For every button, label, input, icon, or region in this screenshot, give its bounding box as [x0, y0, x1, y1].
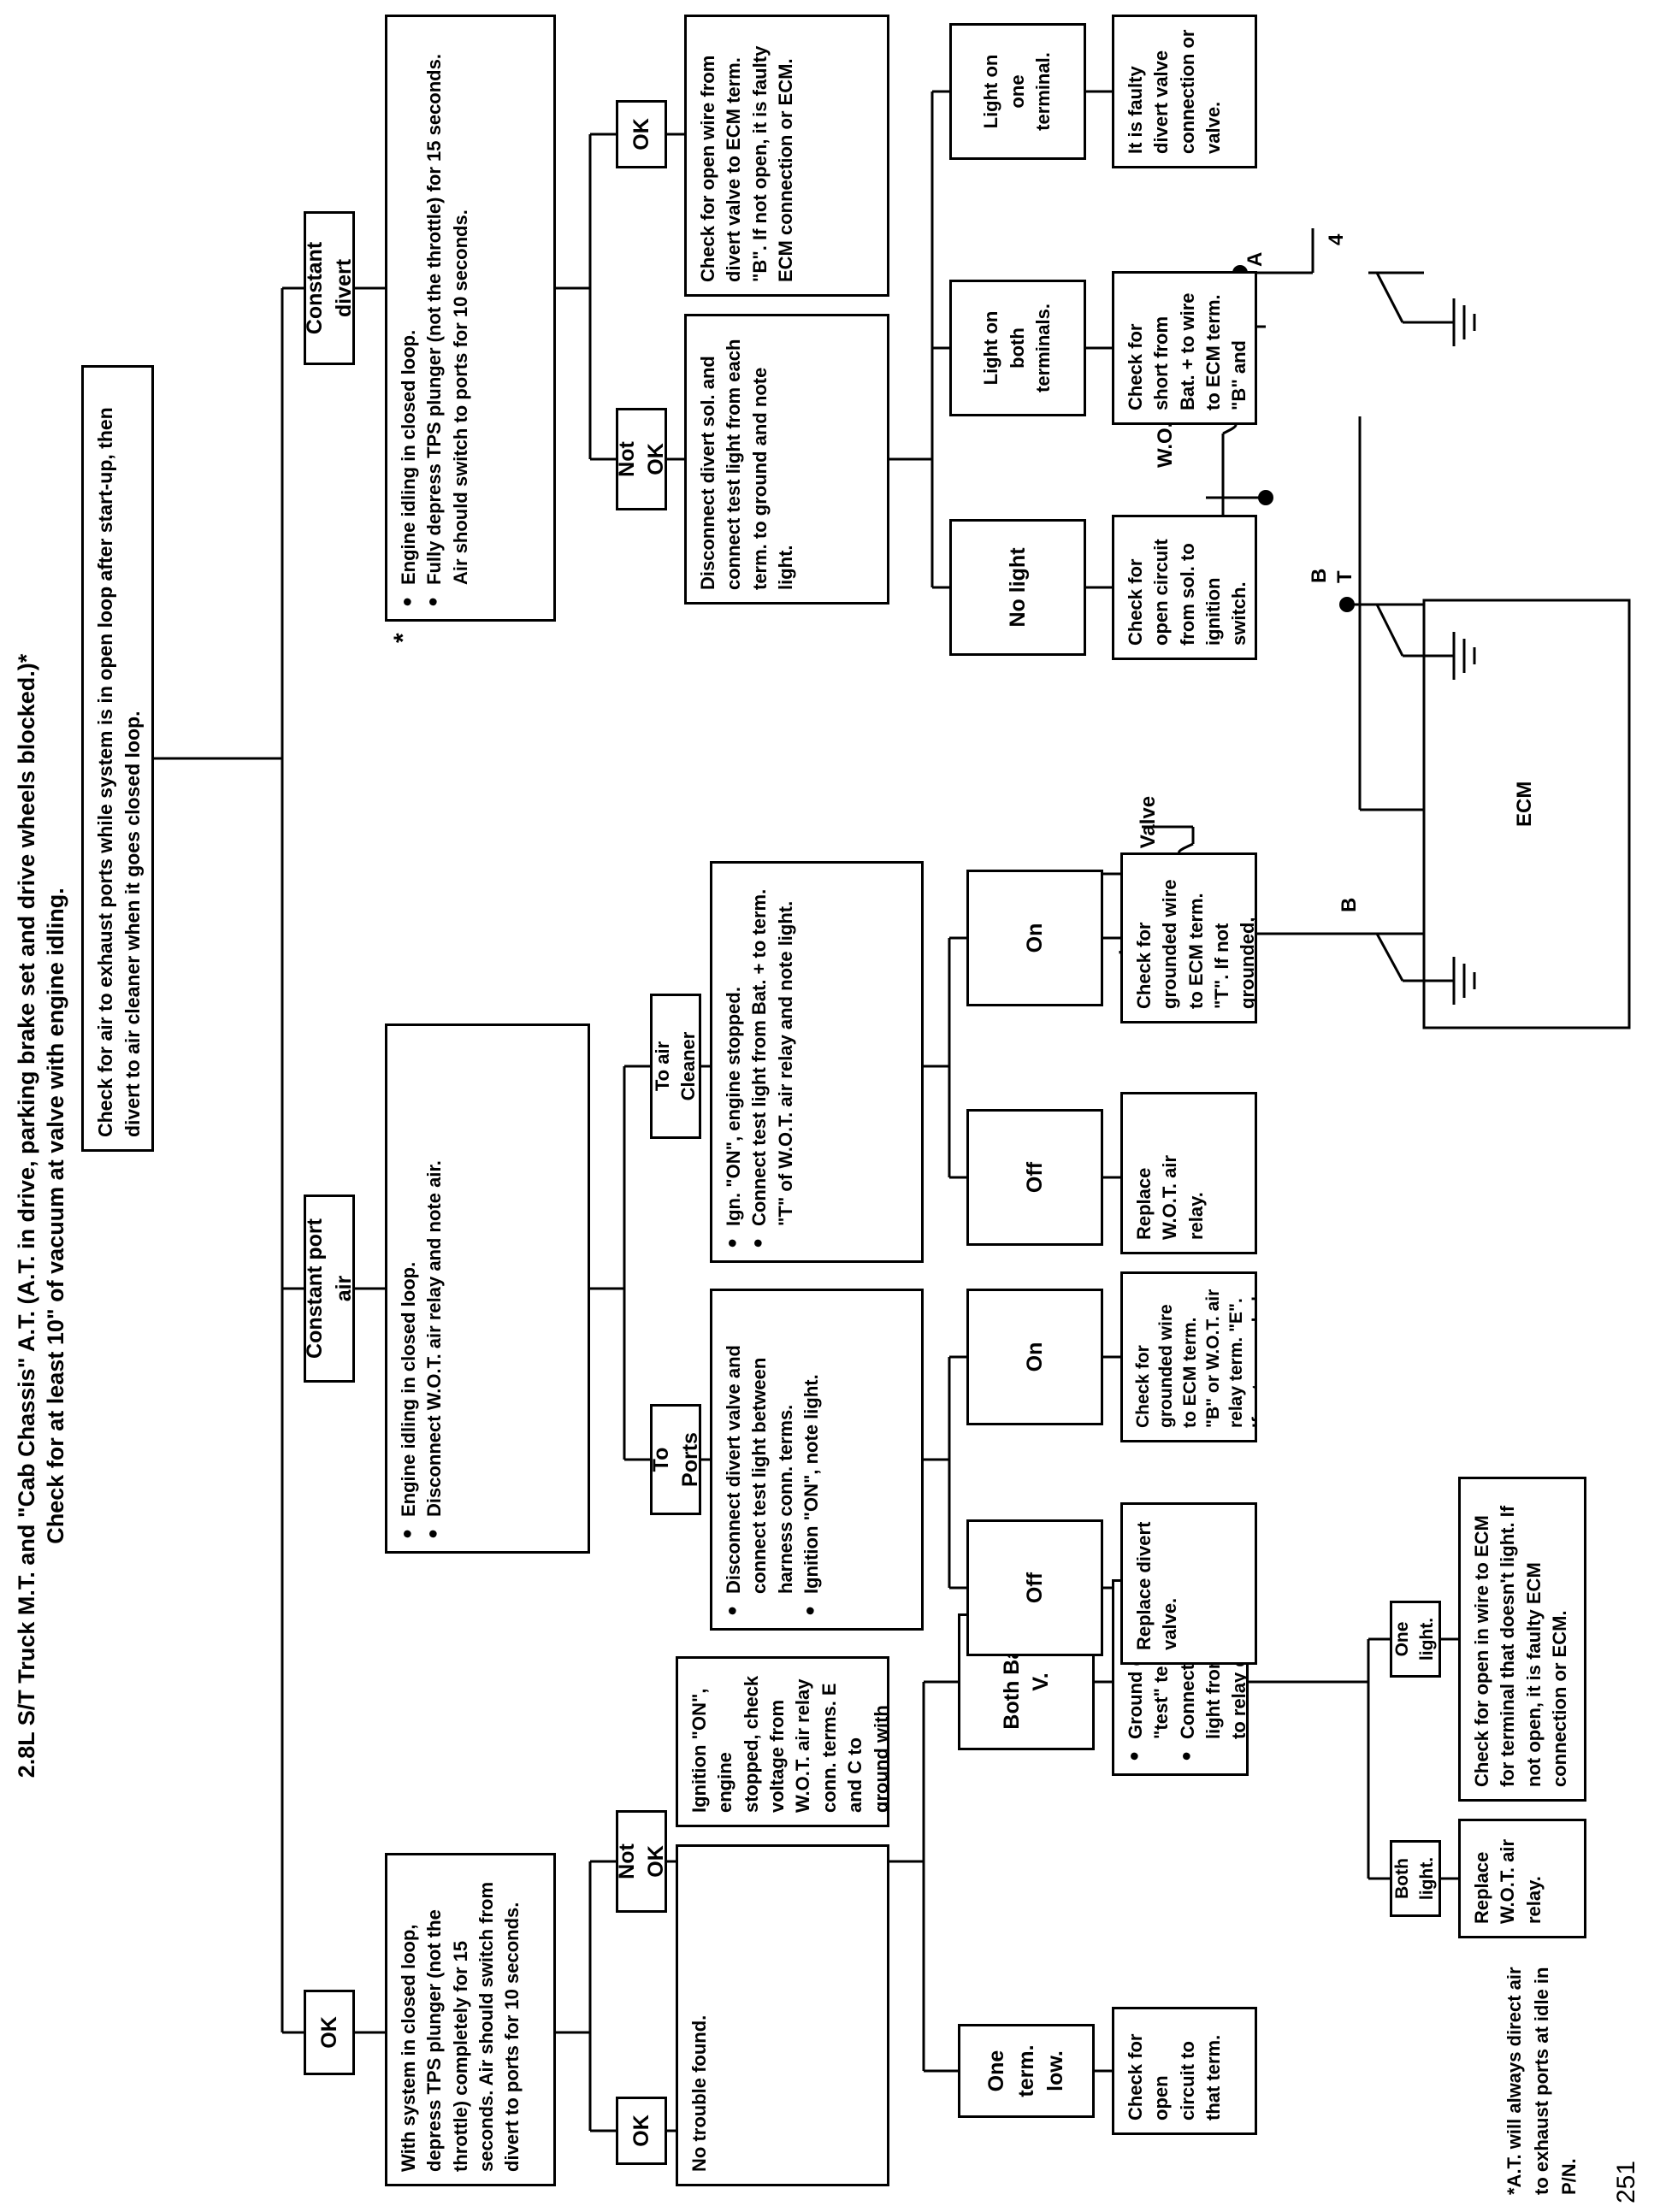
footnote: *A.T. will always direct air to exhaust …	[1503, 1967, 1580, 2195]
term-a-label: A	[1244, 252, 1267, 267]
no-light-result-box: Check for open circuit from sol. to igni…	[1112, 515, 1257, 660]
port-air-step: Disconnect W.O.T. air relay and note air…	[422, 1038, 447, 1517]
port-air-step: Engine idling in closed loop.	[396, 1038, 422, 1517]
to-cleaner-step: Ign. "ON", engine stopped.	[721, 876, 747, 1226]
to-cleaner-label: To air Cleaner	[650, 994, 701, 1139]
to-ports-check-box: Disconnect divert valve and connect test…	[710, 1289, 924, 1631]
to-ports-step: Disconnect divert valve and connect test…	[721, 1303, 799, 1594]
cleaner-off-result-box: Replace W.O.T. air relay.	[1120, 1092, 1257, 1254]
ok-notok-label: Not OK	[616, 1810, 667, 1913]
light-one-label: Light on one terminal.	[949, 23, 1086, 160]
one-light-label: One light.	[1390, 1601, 1441, 1678]
cleaner-off-label: Off	[966, 1109, 1103, 1246]
cleaner-on-result-box: Check for grounded wire to ECM term. "T"…	[1120, 852, 1257, 1023]
page-number: 251	[1612, 2160, 1640, 2203]
ports-on-label: On	[966, 1289, 1103, 1425]
term-t-label: T	[1333, 570, 1356, 583]
to-ports-label: To Ports	[650, 1404, 701, 1515]
divert-check-box: Engine idling in closed loop. Fully depr…	[385, 15, 556, 622]
divert-ok-label: OK	[616, 100, 667, 168]
to-cleaner-step: Connect test light from Bat. + to term. …	[747, 876, 799, 1226]
one-light-result-box: Check for open in wire to ECM for termin…	[1458, 1477, 1586, 1802]
replace-wot-relay-box: Replace W.O.T. air relay.	[1458, 1819, 1586, 1938]
divert-branch-label: Constant divert	[304, 211, 355, 365]
light-one-result-box: It is faulty divert valve connection or …	[1112, 15, 1257, 168]
no-trouble-box: No trouble found.	[676, 1844, 889, 2186]
term-b1-label: B	[1338, 898, 1361, 912]
divert-sol-check-box: Disconnect divert sol. and connect test …	[684, 314, 889, 605]
ok-check-box: With system in closed loop, depress TPS …	[385, 1853, 556, 2186]
term-b2-label: B	[1308, 569, 1331, 583]
term-4-label: 4	[1325, 233, 1348, 245]
page-subtitle: Check for at least 10" of vacuum at valv…	[43, 888, 68, 1544]
light-both-result-box: Check for short from Bat. + to wire to E…	[1112, 271, 1257, 425]
voltage-check-box: Ignition "ON", engine stopped, check vol…	[676, 1656, 889, 1827]
ecm-label: ECM	[1513, 782, 1536, 827]
one-term-result-box: Check for open circuit to that term.	[1112, 2007, 1257, 2135]
divert-step: Fully depress TPS plunger (not the throt…	[422, 29, 474, 585]
divert-ok-result-box: Check for open wire from divert valve to…	[684, 15, 889, 297]
divert-notok-label: Not OK	[616, 408, 667, 510]
ports-on-result-box: Check for grounded wire to ECM term. "B"…	[1120, 1271, 1257, 1442]
both-light-label: Both light.	[1390, 1840, 1441, 1917]
start-check-box: Check for air to exhaust ports while sys…	[81, 365, 154, 1152]
replace-divert-valve-box: Replace divert valve.	[1120, 1502, 1257, 1665]
ok-branch-label: OK	[304, 1990, 355, 2075]
page-title: 2.8L S/T Truck M.T. and "Cab Chassis" A.…	[14, 653, 39, 1778]
ports-off-label: Off	[966, 1519, 1103, 1656]
ok-ok-label: OK	[616, 2097, 667, 2165]
divert-step: Engine idling in closed loop.	[396, 29, 422, 585]
port-air-check-box: Engine idling in closed loop. Disconnect…	[385, 1023, 590, 1554]
port-air-branch-label: Constant port air	[304, 1194, 355, 1383]
asterisk-mark: *	[389, 633, 417, 643]
no-light-label: No light	[949, 519, 1086, 656]
cleaner-on-label: On	[966, 870, 1103, 1006]
to-ports-step: Ignition "ON", note light.	[799, 1303, 824, 1594]
to-cleaner-check-box: Ign. "ON", engine stopped. Connect test …	[710, 861, 924, 1263]
one-term-low-box: One term. low.	[958, 2024, 1095, 2118]
light-both-label: Light on both terminals.	[949, 280, 1086, 416]
